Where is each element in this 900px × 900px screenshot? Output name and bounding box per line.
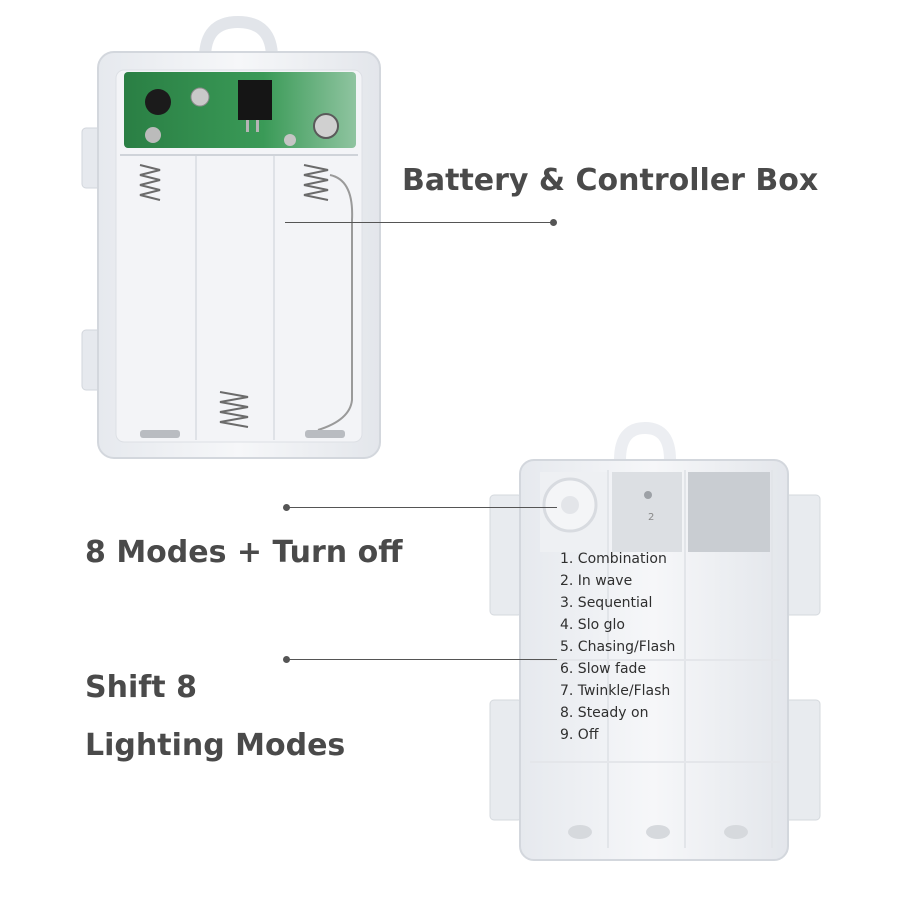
modes-list: 1. Combination 2. In wave 3. Sequential … — [560, 548, 675, 746]
battery-box-label: Battery & Controller Box — [402, 163, 819, 198]
mode-item: 4. Slo glo — [560, 617, 625, 633]
mode-item: 1. Combination — [560, 551, 667, 567]
slot-number: 2 — [648, 512, 654, 523]
modes-leader — [287, 507, 557, 508]
modes-leader-dot — [283, 504, 290, 511]
modes-turn-off-label: 8 Modes + Turn off — [85, 535, 403, 570]
mode-item: 6. Slow fade — [560, 661, 647, 677]
mode-item: 8. Steady on — [560, 705, 649, 721]
mode-item: 5. Chasing/Flash — [560, 639, 676, 655]
battery-box-leader-dot — [550, 219, 557, 226]
shift-leader — [287, 659, 557, 660]
shift-leader-dot — [283, 656, 290, 663]
open-battery-box — [81, 15, 381, 459]
mode-item: 3. Sequential — [560, 595, 653, 611]
mode-item: 7. Twinkle/Flash — [560, 683, 671, 699]
shift-label-line2: Lighting Modes — [85, 728, 346, 763]
mode-item: 9. Off — [560, 727, 599, 743]
mode-item: 2. In wave — [560, 573, 633, 589]
closed-battery-box: 2 — [489, 421, 821, 861]
battery-box-leader — [285, 222, 553, 223]
shift-label-line1: Shift 8 — [85, 670, 197, 705]
mode-button-icon — [145, 89, 171, 115]
